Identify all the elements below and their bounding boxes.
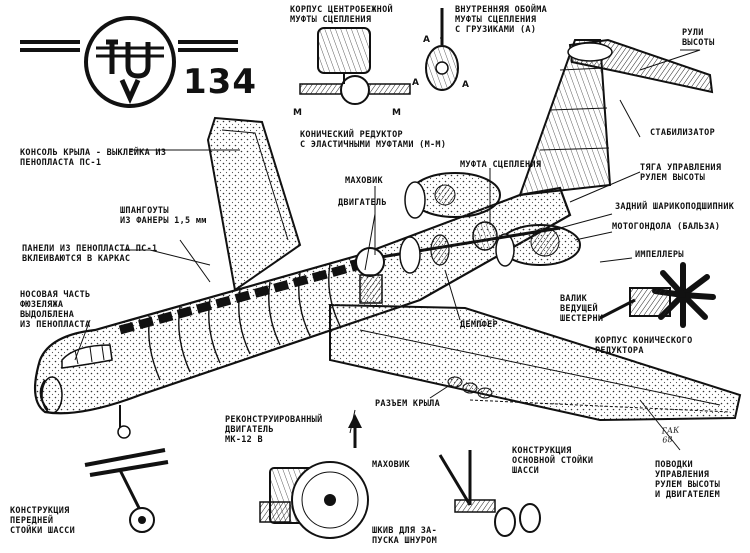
label-impellers: ИМПЕЛЛЕРЫ <box>635 250 684 260</box>
mark-m: М <box>293 108 302 118</box>
model-number: 134 <box>183 62 257 102</box>
rebuilt-engine-detail <box>259 414 369 539</box>
label-shaft: ВАЛИК ВЕДУЩЕЙ ШЕСТЕРНИ <box>560 294 604 324</box>
tu-logo <box>84 16 176 108</box>
label-wing-console: КОНСОЛЬ КРЫЛА - ВЫКЛЕЙКА ИЗ ПЕНОПЛАСТА П… <box>20 148 167 168</box>
wing-joint-parts <box>447 376 493 399</box>
logo-stripe <box>178 40 238 44</box>
label-gear-housing: КОРПУС КОНИЧЕСКОГО РЕДУКТОРА <box>595 336 693 356</box>
label-frames: ШПАНГОУТЫ ИЗ ФАНЕРЫ 1,5 мм <box>120 206 207 226</box>
main-gear-construction <box>438 450 541 537</box>
mark-a: А <box>423 35 430 45</box>
logo-stripe <box>20 48 80 52</box>
label-flywheel-top: МАХОВИК <box>345 176 383 186</box>
label-wing-joint: РАЗЪЕМ КРЫЛА <box>375 399 441 409</box>
left-wing <box>206 116 302 292</box>
inner-race-detail <box>425 8 459 91</box>
tail-fin <box>518 39 612 197</box>
label-damper: ДЕМПФЕР <box>460 320 498 330</box>
label-nose-gear: КОНСТРУКЦИЯ ПЕРЕДНЕЙ СТОЙКИ ШАССИ <box>10 506 76 536</box>
label-flywheel-bottom: МАХОВИК <box>372 460 410 470</box>
label-rebuilt-engine: РЕКОНСТРУИРОВАННЫЙ ДВИГАТЕЛЬ МК-12 В <box>225 415 323 445</box>
logo-stripe <box>178 48 238 52</box>
label-clutch: МУФТА СЦЕПЛЕНИЯ <box>460 160 542 170</box>
label-panels: ПАНЕЛИ ИЗ ПЕНОПЛАСТА ПС-1 ВКЛЕИВАЮТСЯ В … <box>22 244 158 264</box>
label-pulley: ШКИВ ДЛЯ ЗА- ПУСКА ШНУРОМ <box>372 526 438 546</box>
stabilizer <box>567 38 714 94</box>
label-nose: НОСОВАЯ ЧАСТЬ ФЮЗЕЛЯЖА ВЫДОЛБЛЕНА ИЗ ПЕН… <box>20 290 91 330</box>
gear-housing-detail <box>599 287 671 320</box>
label-stabilizer: СТАБИЛИЗАТОР <box>650 128 716 138</box>
engine-nacelle-upper <box>404 172 501 219</box>
label-elevator-rod: ТЯГА УПРАВЛЕНИЯ РУЛЕМ ВЫСОТЫ <box>640 163 722 183</box>
label-inner-race: ВНУТРЕННЯЯ ОБОЙМА МУФТЫ СЦЕПЛЕНИЯ С ГРУЗ… <box>455 5 548 35</box>
clutch-housing-detail <box>299 27 411 105</box>
label-elevators: РУЛИ ВЫСОТЫ <box>682 28 715 48</box>
leader-lines <box>74 37 701 451</box>
label-clutch-housing: КОРПУС ЦЕНТРОБЕЖНОЙ МУФТЫ СЦЕПЛЕНИЯ <box>290 5 393 25</box>
mark-m: М <box>392 108 401 118</box>
artist-signature: ГАК 68 <box>661 425 680 445</box>
mark-a: А <box>462 80 469 90</box>
mark-a: А <box>412 78 419 88</box>
right-wing <box>329 303 742 422</box>
nose-gear-small <box>117 405 131 439</box>
nose-gear-construction <box>84 448 169 533</box>
label-nacelle: МОТОГОНДОЛА (БАЛЬЗА) <box>612 222 721 232</box>
label-bevel-gear: КОНИЧЕСКИЙ РЕДУКТОР С ЭЛАСТИЧНЫМИ МУФТАМ… <box>300 130 447 150</box>
drive-shaft <box>349 221 561 304</box>
logo-stripe <box>20 40 80 44</box>
label-engine: ДВИГАТЕЛЬ <box>338 198 387 208</box>
label-control-leads: ПОВОДКИ УПРАВЛЕНИЯ РУЛЕМ ВЫСОТЫ И ДВИГАТ… <box>655 460 721 500</box>
label-rear-bearing: ЗАДНИЙ ШАРИКОПОДШИПНИК <box>615 202 735 212</box>
label-main-gear: КОНСТРУКЦИЯ ОСНОВНОЙ СТОЙКИ ШАССИ <box>512 446 594 476</box>
